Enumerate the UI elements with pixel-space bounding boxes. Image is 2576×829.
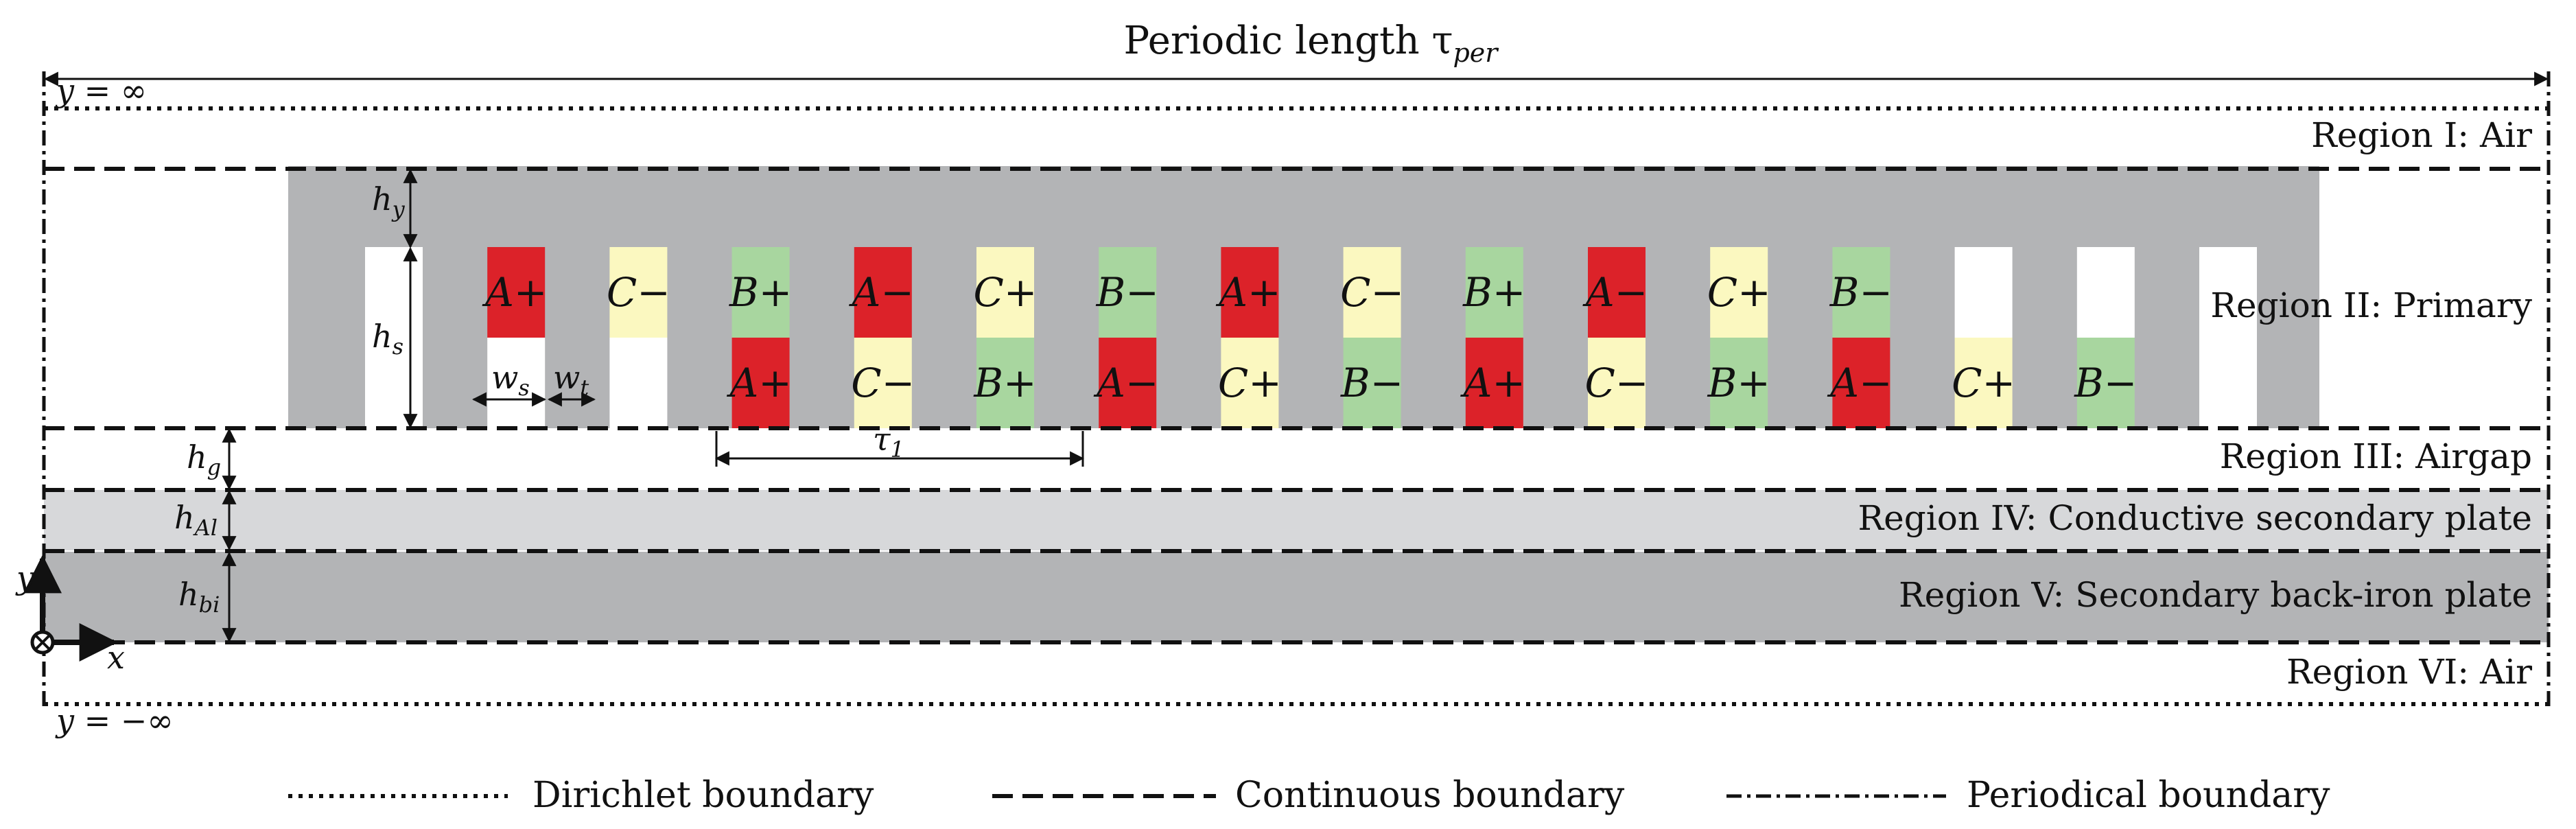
slot-bottom-8 (1221, 338, 1279, 428)
slot-top-9 (1343, 247, 1401, 338)
slot-top-3 (609, 247, 668, 338)
slot-top-14 (1954, 247, 2013, 338)
coil-label-top-6: C+ (974, 269, 1038, 316)
slot-bottom-13 (1832, 338, 1890, 428)
coil-label-top-7: B− (1096, 269, 1159, 316)
coil-label-bottom-10: A+ (1460, 360, 1525, 406)
slot-top-5 (854, 247, 912, 338)
region-label-4: Region IV: Conductive secondary plate (1858, 498, 2533, 538)
slot-bottom-3 (609, 338, 668, 428)
coil-label-bottom-9: B− (1340, 360, 1403, 406)
slot-top-2 (487, 247, 546, 338)
slot-top-10 (1465, 247, 1523, 338)
dim-label-hg: hg (187, 439, 221, 480)
region-label-1: Region I: Air (2311, 115, 2532, 155)
slot-bottom-15 (2076, 338, 2135, 428)
coil-label-bottom-14: C+ (1952, 360, 2015, 406)
slot-top-11 (1588, 247, 1646, 338)
coil-label-top-8: A+ (1215, 269, 1280, 316)
slot-top-6 (976, 247, 1034, 338)
slot-bottom-16 (2199, 338, 2257, 428)
coil-label-top-5: A− (849, 269, 914, 316)
coil-label-bottom-4: A+ (726, 360, 791, 406)
coil-label-top-9: C− (1340, 269, 1404, 316)
dim-label-hy: hy (372, 180, 406, 222)
slot-top-15 (2076, 247, 2135, 338)
region-label-6: Region VI: Air (2286, 652, 2532, 692)
slot-bottom-9 (1343, 338, 1401, 428)
coil-label-bottom-8: C+ (1218, 360, 1282, 406)
slot-bottom-10 (1465, 338, 1523, 428)
conductive-secondary-plate (44, 490, 2549, 550)
slot-top-4 (731, 247, 790, 338)
dim-label-hs: hs (372, 318, 403, 360)
slot-bottom-7 (1099, 338, 1157, 428)
slot-top-7 (1099, 247, 1157, 338)
coordinate-axes: y x (15, 554, 125, 676)
coil-label-top-11: A− (1582, 269, 1648, 316)
region-label-2: Region II: Primary (2210, 285, 2532, 325)
slot-bottom-11 (1588, 338, 1646, 428)
slot-bottom-6 (976, 338, 1034, 428)
boundary-lines (42, 71, 2551, 711)
dim-label-hbi: hbi (178, 576, 220, 618)
coil-label-bottom-15: B− (2074, 360, 2137, 406)
slot-bottom-12 (1710, 338, 1768, 428)
legend-label-periodical: Periodical boundary (1967, 775, 2330, 816)
legend-label-dirichlet: Dirichlet boundary (532, 775, 874, 816)
boundary-label-bottom: y = −∞ (55, 702, 174, 739)
coil-label-bottom-11: C− (1585, 360, 1649, 406)
dim-label-tau1: τ1 (873, 421, 904, 463)
slot-top-12 (1710, 247, 1768, 338)
coil-label-bottom-7: A− (1093, 360, 1158, 406)
axis-label-y: y (15, 559, 35, 596)
slot-bottom-14 (1954, 338, 2013, 428)
back-iron-plate (44, 552, 2549, 642)
coil-label-bottom-13: A− (1827, 360, 1892, 406)
diagram-title: Periodic length τper (1124, 19, 1500, 68)
dim-label-hal: hAl (174, 499, 218, 541)
region-label-5: Region V: Secondary back-iron plate (1899, 575, 2532, 615)
slot-top-16 (2199, 247, 2257, 338)
axis-label-x: x (107, 639, 125, 676)
coil-label-top-3: C− (607, 269, 670, 316)
coil-label-bottom-12: B+ (1707, 360, 1770, 406)
coil-label-top-4: B+ (729, 269, 792, 316)
slot-bottom-4 (731, 338, 790, 428)
dimension-arrows (222, 168, 1085, 643)
coil-label-top-13: B− (1829, 269, 1893, 316)
coil-label-top-2: A+ (482, 269, 547, 316)
slot-bottom-2 (487, 338, 546, 428)
coil-label-bottom-5: C− (851, 360, 915, 406)
coil-label-top-10: B+ (1462, 269, 1525, 316)
coil-label-bottom-6: B+ (973, 360, 1036, 406)
slot-top-8 (1221, 247, 1279, 338)
slot-bottom-5 (854, 338, 912, 428)
legend: Dirichlet boundary Continuous boundary P… (288, 775, 2330, 816)
dim-label-ws: ws (491, 359, 530, 401)
boundary-label-top: y = ∞ (55, 72, 147, 109)
dim-label-wt: wt (553, 359, 589, 401)
coil-label-top-12: C+ (1707, 269, 1771, 316)
legend-label-continuous: Continuous boundary (1235, 775, 1625, 816)
slot-top-13 (1832, 247, 1890, 338)
region-label-3: Region III: Airgap (2220, 436, 2532, 476)
